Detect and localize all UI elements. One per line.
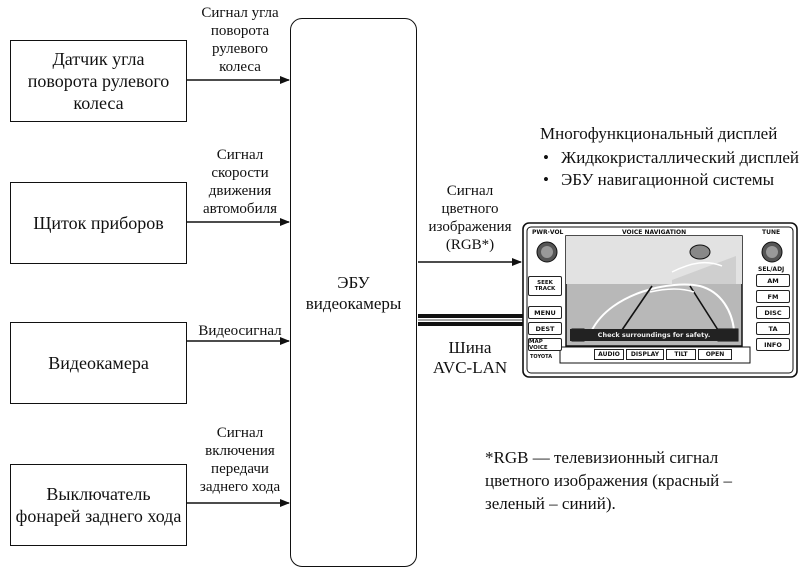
fm-button: FM [756,290,790,303]
dest-button: DEST [528,322,562,335]
voice-navigation-label: VOICE NAVIGATION [622,229,687,236]
pwr-vol-label: PWR·VOL [532,229,564,236]
avc-lan-bus-line [418,314,523,326]
steering-angle-signal-label: Сигнал угла поворота рулевого колеса [201,5,279,75]
video-signal-label: Видеосигнал [198,323,282,339]
multi-display-unit-illustration: PWR·VOL VOICE NAVIGATION TUNE SEL/ADJ SE… [522,222,798,378]
avc-lan-bus-label: Шина AVC-LAN [432,338,508,377]
instrument-cluster-box: Щиток приборов [10,182,187,264]
menu-button: MENU [528,306,562,319]
rgb-footnote: *RGB — телевизионный сигнал цветного изо… [485,448,733,513]
tilt-button: TILT [666,349,696,360]
map-voice-button: MAP VOICE [528,338,562,351]
video-camera-box: Видеокамера [10,322,187,404]
display-component-item: ЭБУ навигационной системы [543,169,800,191]
seek-track-button: SEEK TRACK [528,276,562,296]
open-button: OPEN [698,349,732,360]
display-title: Многофункциональный дисплей [540,124,778,143]
reverse-light-switch-box: Выключатель фонарей заднего хода [10,464,187,546]
camera-ecu-box: ЭБУ видеокамеры [290,18,417,567]
steering-angle-sensor-box: Датчик угла поворота рулевого колеса [10,40,187,122]
display-button: DISPLAY [626,349,664,360]
audio-button: AUDIO [594,349,624,360]
vehicle-speed-signal-label: Сигнал скорости движения автомобиля [203,147,277,217]
disc-button: DISC [756,306,790,319]
rgb-signal-label: Сигнал цветного изображения (RGB*) [428,183,512,253]
parking-guide-line [591,283,735,331]
sel-adj-label: SEL/ADJ [758,266,785,273]
reverse-gear-signal-label: Сигнал включения передачи заднего хода [199,425,281,495]
display-component-item: Жидкокристаллический дисплей [543,147,800,169]
info-button: INFO [756,338,790,351]
screen-warning-text: Check surroundings for safety. [570,329,738,341]
ta-button: TA [756,322,790,335]
am-button: AM [756,274,790,287]
tune-label: TUNE [762,229,781,236]
toyota-brand-label: TOYOTA [530,354,553,360]
display-components-list: Жидкокристаллический дисплей ЭБУ навигац… [543,147,800,191]
